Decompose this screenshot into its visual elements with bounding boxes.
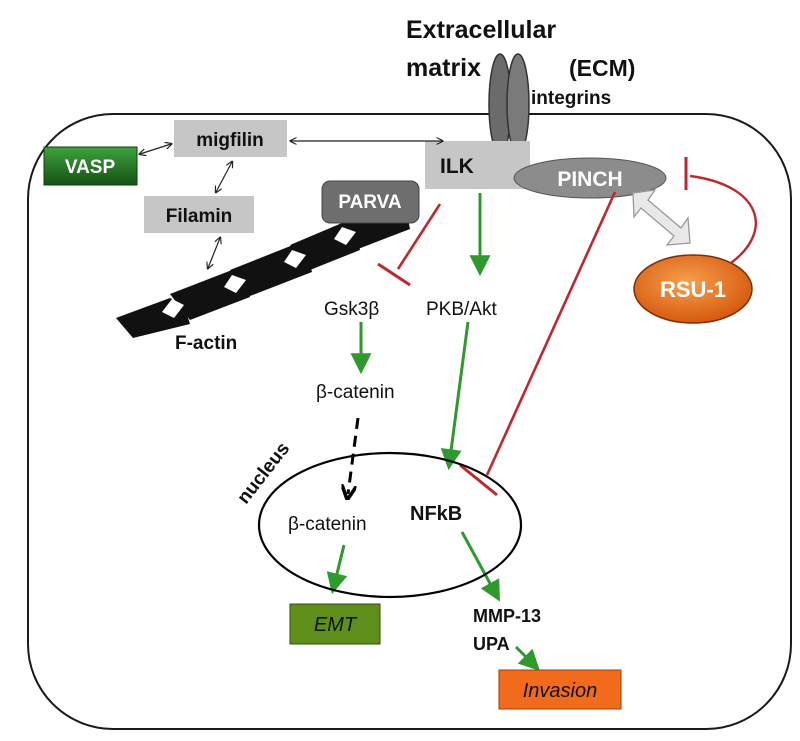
vasp-node: VASP [43,146,138,186]
factin-label: F-actin [175,333,237,354]
filamin-label: Filamin [166,206,233,227]
bcatenin-cytoplasm-label: β-catenin [316,382,395,403]
invasion-label: Invasion [523,680,598,702]
nfkb-inhibition-bar [459,463,498,497]
ilk-inhibits-gsk3b [396,203,442,270]
nfkb-to-mmp13 [460,531,501,602]
ilk-label: ILK [440,155,474,178]
f-actin-filament [116,202,410,338]
migfilin-node: migfilin [174,120,287,157]
pkbakt-activates-nfkb [440,321,470,471]
rsu1-inhibits-pinch [689,174,757,264]
mmp13-label: MMP-13 [473,606,541,626]
migfilin-label: migfilin [196,130,264,151]
invasion-node: Invasion [498,669,622,710]
cell-membrane [27,113,792,730]
emt-node: EMT [289,603,381,645]
pkbakt-label: PKB/Akt [426,299,497,320]
emt-label: EMT [314,614,358,636]
bcatenin-nucleus-label: β-catenin [288,514,367,535]
rsu1-node: RSU-1 [633,254,753,324]
rsu1-label: RSU-1 [660,277,726,302]
pinch-inhibits-nfkb [485,191,617,476]
nucleus-label: nucleus [233,439,294,509]
integrins-label: integrins [531,88,611,109]
extracellular-label: Extracellular [406,16,556,44]
vasp-label: VASP [65,157,116,178]
vasp-migfilin-arrow [140,144,171,154]
gsk3b-inhibition-bar [377,262,411,287]
parva-label: PARVA [338,192,402,213]
pinch-node: PINCH [513,157,667,199]
parva-node: PARVA [321,180,420,224]
pinch-label: PINCH [557,168,622,191]
matrix-label: matrix [406,54,481,82]
filamin-node: Filamin [144,196,254,233]
integrin-icon [488,53,530,155]
upa-to-invasion [514,645,540,671]
filamin-factin-arrow [208,238,220,268]
upa-label: UPA [473,634,510,654]
ilk-node: ILK [425,141,530,189]
gsk3b-label: Gsk3β [324,299,379,320]
nucleus-membrane [257,451,523,599]
nfkb-label: NFkB [410,503,462,525]
migfilin-filamin-arrow [216,162,232,192]
ecm-label: (ECM) [569,55,635,81]
bcatenin-to-emt [326,544,348,595]
pinch-rsu1-double-arrow [632,189,691,246]
